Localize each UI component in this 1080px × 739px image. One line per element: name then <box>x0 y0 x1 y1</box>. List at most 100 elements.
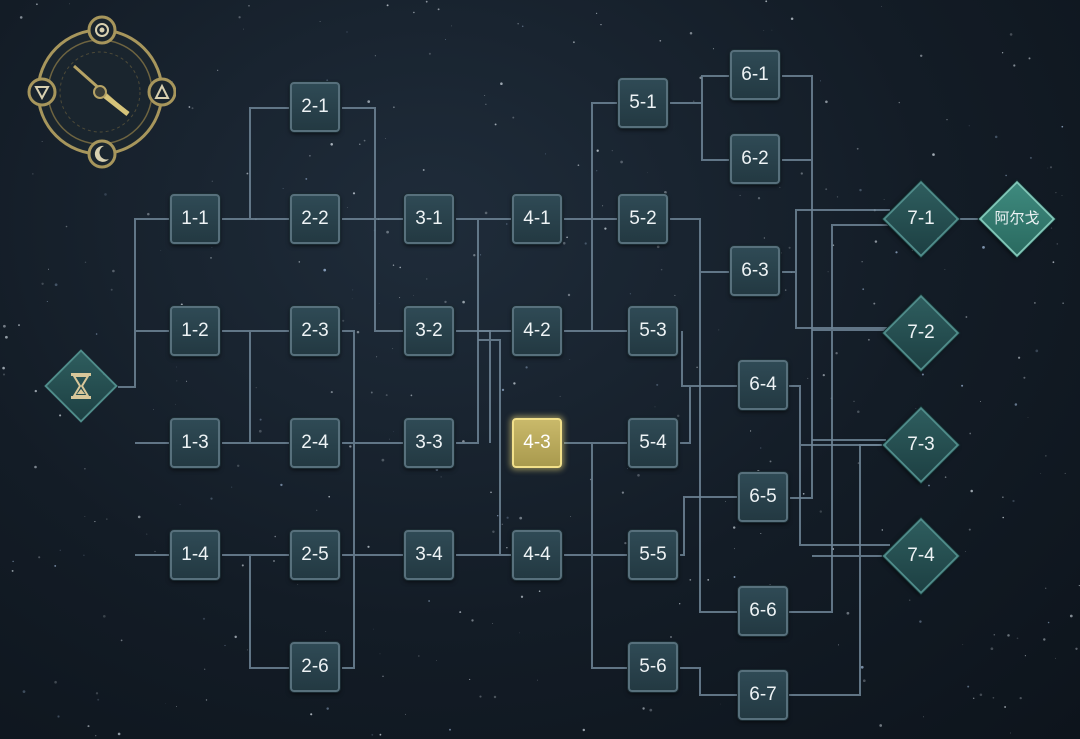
stage-node-1-3[interactable]: 1-3 <box>170 418 220 468</box>
stage-node-1-4[interactable]: 1-4 <box>170 530 220 580</box>
star <box>967 685 970 688</box>
stage-node-2-4[interactable]: 2-4 <box>290 418 340 468</box>
star <box>1047 621 1050 624</box>
star <box>779 251 782 254</box>
star <box>480 254 482 256</box>
stage-node-4-2[interactable]: 4-2 <box>512 306 562 356</box>
star <box>915 408 917 409</box>
star <box>378 303 380 304</box>
star <box>160 250 162 251</box>
star <box>41 282 44 285</box>
stage-node-4-4[interactable]: 4-4 <box>512 530 562 580</box>
star <box>1045 587 1047 589</box>
star <box>346 207 348 208</box>
connector-line <box>782 209 890 329</box>
eye-icon <box>87 15 117 45</box>
star <box>234 635 237 639</box>
star <box>330 391 333 394</box>
stage-node-2-1[interactable]: 2-1 <box>290 82 340 132</box>
stage-node-6-1[interactable]: 6-1 <box>730 50 780 100</box>
star <box>36 3 38 6</box>
star <box>853 400 855 402</box>
stage-node-6-3[interactable]: 6-3 <box>730 246 780 296</box>
stage-node-2-2[interactable]: 2-2 <box>290 194 340 244</box>
star <box>944 269 946 270</box>
star <box>769 584 772 587</box>
star <box>660 268 663 271</box>
star <box>422 169 425 171</box>
star <box>176 380 178 382</box>
star <box>54 564 57 567</box>
star <box>57 715 60 718</box>
star <box>426 278 428 280</box>
star <box>469 678 471 680</box>
star <box>428 52 431 55</box>
stage-node-2-3[interactable]: 2-3 <box>290 306 340 356</box>
stage-node-6-2[interactable]: 6-2 <box>730 134 780 184</box>
star <box>689 579 692 581</box>
star <box>861 261 863 263</box>
stage-node-6-7[interactable]: 6-7 <box>738 670 788 720</box>
star <box>175 403 176 405</box>
star <box>120 639 123 642</box>
star <box>205 699 208 701</box>
start-node[interactable] <box>44 349 118 423</box>
stage-node-3-3[interactable]: 3-3 <box>404 418 454 468</box>
stage-node-5-2[interactable]: 5-2 <box>618 194 668 244</box>
star <box>519 516 523 520</box>
connector-line <box>118 218 170 556</box>
star <box>642 707 645 710</box>
connector-line <box>564 442 628 669</box>
stage-node-5-6[interactable]: 5-6 <box>628 642 678 692</box>
stage-node-3-4[interactable]: 3-4 <box>404 530 454 580</box>
star <box>1009 33 1013 36</box>
connector-line <box>788 439 890 696</box>
star <box>734 548 735 550</box>
stage-node-6-6[interactable]: 6-6 <box>738 586 788 636</box>
star <box>165 703 167 704</box>
stage-node-1-2[interactable]: 1-2 <box>170 306 220 356</box>
stage-node-5-4[interactable]: 5-4 <box>628 418 678 468</box>
stage-node-4-1[interactable]: 4-1 <box>512 194 562 244</box>
stage-node-2-6[interactable]: 2-6 <box>290 642 340 692</box>
stage-node-6-5[interactable]: 6-5 <box>738 472 788 522</box>
star <box>1035 349 1039 353</box>
stage-node-1-1[interactable]: 1-1 <box>170 194 220 244</box>
star <box>154 550 156 553</box>
star <box>874 240 878 243</box>
star <box>962 644 964 645</box>
stage-node-3-2[interactable]: 3-2 <box>404 306 454 356</box>
star <box>946 119 948 121</box>
compass-icon[interactable] <box>26 14 176 174</box>
star <box>153 408 155 410</box>
stage-node-5-3[interactable]: 5-3 <box>628 306 678 356</box>
stage-node-3-1[interactable]: 3-1 <box>404 194 454 244</box>
star <box>659 39 662 42</box>
star <box>807 377 809 379</box>
star <box>589 478 592 481</box>
star <box>316 509 318 511</box>
stage-node-6-4[interactable]: 6-4 <box>738 360 788 410</box>
star <box>3 324 6 328</box>
star <box>656 245 660 249</box>
star <box>41 141 43 142</box>
star <box>757 469 760 473</box>
star <box>5 335 8 339</box>
star <box>838 644 839 646</box>
star <box>399 266 402 269</box>
star <box>637 473 640 477</box>
stage-node-5-1[interactable]: 5-1 <box>618 78 668 128</box>
star <box>559 395 561 397</box>
star <box>379 653 381 655</box>
star <box>297 583 299 585</box>
star <box>968 125 970 127</box>
stage-node-4-3-current[interactable]: 4-3 <box>512 418 562 468</box>
star <box>68 3 71 5</box>
star <box>46 300 48 303</box>
star <box>820 80 821 82</box>
stage-node-2-5[interactable]: 2-5 <box>290 530 340 580</box>
star <box>202 617 206 620</box>
stage-node-5-5[interactable]: 5-5 <box>628 530 678 580</box>
star <box>94 521 96 523</box>
